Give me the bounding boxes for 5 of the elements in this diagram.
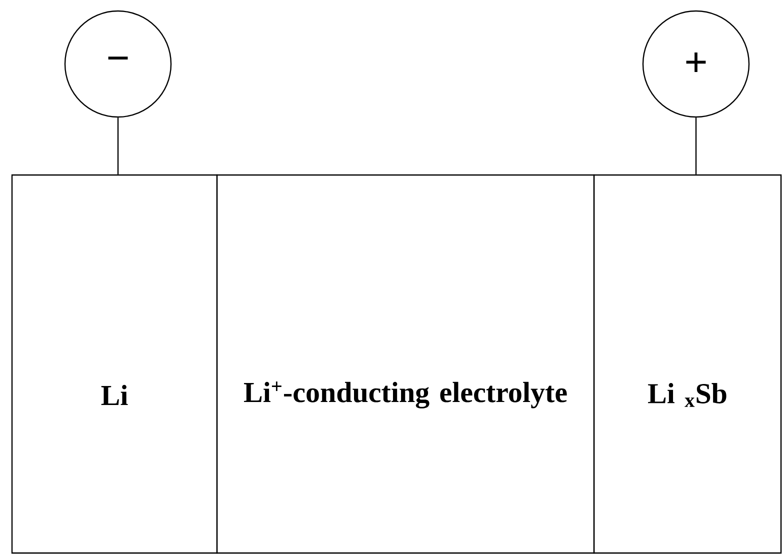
cell-layer: Li$^{+}$-conducting electrolyte [216,174,595,554]
terminal-wire [117,118,119,174]
cell-layer: Li [11,174,218,554]
terminal-wire [695,118,697,174]
cell-layer: Li $_{x}$Sb [593,174,782,554]
